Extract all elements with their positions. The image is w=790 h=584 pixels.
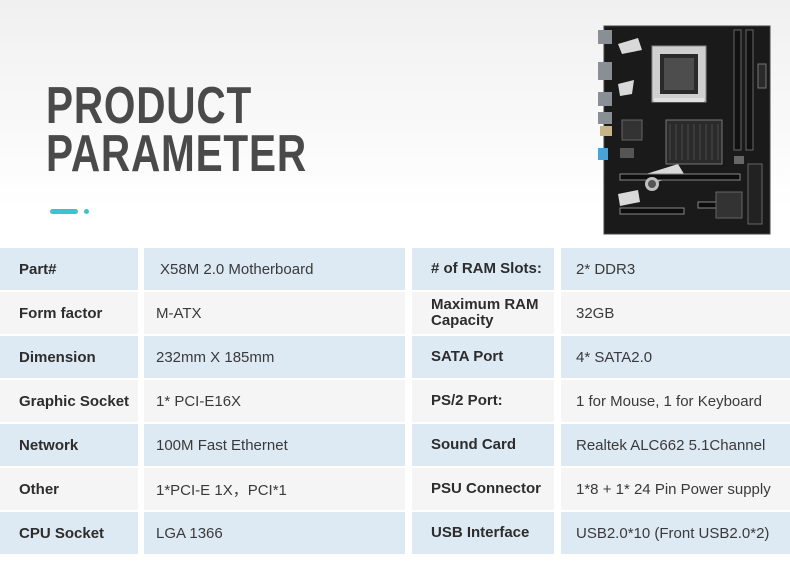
spec-label: Graphic Socket xyxy=(0,380,138,422)
spec-value: LGA 1366 xyxy=(144,512,405,554)
spec-value: USB2.0*10 (Front USB2.0*2) xyxy=(561,512,790,554)
page-title: PRODUCT PARAMETER xyxy=(46,77,307,183)
spec-label: SATA Port xyxy=(412,336,554,378)
spec-label: Sound Card xyxy=(412,424,554,466)
spec-label: PS/2 Port: xyxy=(412,380,554,422)
spec-value: 232mm X 185mm xyxy=(144,336,405,378)
spec-value: 1 for Mouse, 1 for Keyboard xyxy=(561,380,790,422)
spec-value: 100M Fast Ethernet xyxy=(144,424,405,466)
spec-value: X58M 2.0 Motherboard xyxy=(144,248,405,290)
title-line-2: PARAMETER xyxy=(46,125,307,183)
table-row: Dimension 232mm X 185mm SATA Port 4* SAT… xyxy=(0,335,790,379)
spec-label: PSU Connector xyxy=(412,468,554,510)
spec-value: 1* PCI-E16X xyxy=(144,380,405,422)
accent-dot xyxy=(84,209,89,214)
spec-label: Dimension xyxy=(0,336,138,378)
title-line-1: PRODUCT xyxy=(46,77,253,135)
accent-decoration xyxy=(50,209,89,214)
spec-label: Part# xyxy=(0,248,138,290)
table-row: Network 100M Fast Ethernet Sound Card Re… xyxy=(0,423,790,467)
accent-bar xyxy=(50,209,78,214)
spec-value: 2* DDR3 xyxy=(561,248,790,290)
spec-label: Form factor xyxy=(0,292,138,334)
spec-value: Realtek ALC662 5.1Channel xyxy=(561,424,790,466)
motherboard-image xyxy=(598,25,771,235)
spec-table: Part# X58M 2.0 Motherboard # of RAM Slot… xyxy=(0,247,790,555)
spec-label: Maximum RAM Capacity xyxy=(412,292,554,334)
table-row: CPU Socket LGA 1366 USB Interface USB2.0… xyxy=(0,511,790,555)
table-row: Form factor M-ATX Maximum RAM Capacity 3… xyxy=(0,291,790,335)
spec-value: 32GB xyxy=(561,292,790,334)
table-row: Graphic Socket 1* PCI-E16X PS/2 Port: 1 … xyxy=(0,379,790,423)
table-row: Other 1*PCI-E 1X，PCI*1 PSU Connector 1*8… xyxy=(0,467,790,511)
spec-label: Network xyxy=(0,424,138,466)
spec-value: 4* SATA2.0 xyxy=(561,336,790,378)
spec-value: M-ATX xyxy=(144,292,405,334)
table-row: Part# X58M 2.0 Motherboard # of RAM Slot… xyxy=(0,247,790,291)
spec-value: 1*PCI-E 1X，PCI*1 xyxy=(144,468,405,510)
spec-label: CPU Socket xyxy=(0,512,138,554)
spec-label: # of RAM Slots: xyxy=(412,248,554,290)
spec-label: USB Interface xyxy=(412,512,554,554)
spec-label: Other xyxy=(0,468,138,510)
spec-value: 1*8 + 1* 24 Pin Power supply xyxy=(561,468,790,510)
